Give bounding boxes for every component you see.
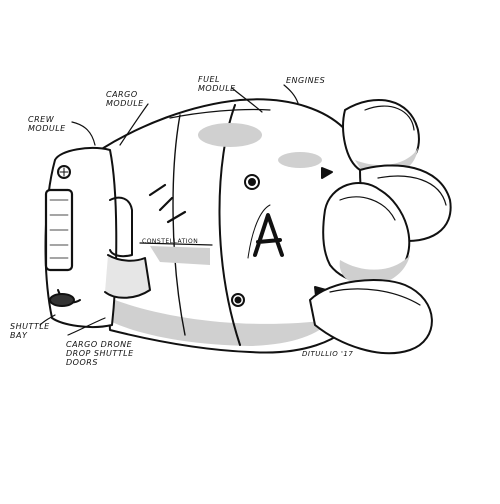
label-engines: ENGINES	[286, 76, 326, 85]
ship-name-stripe	[150, 246, 210, 265]
label-shuttle-bay: SHUTTLE BAY	[10, 322, 50, 340]
artist-signature: DiTULLIO '17	[302, 350, 354, 358]
label-crew-module: CREW MODULE	[28, 115, 66, 133]
label-cargo-module: CARGO MODULE	[106, 90, 144, 108]
label-fuel-module: FUEL MODULE	[198, 75, 236, 93]
ship-name: CONSTELLATION	[142, 238, 199, 245]
leader-cargo	[119, 103, 149, 146]
number-marking	[253, 213, 284, 257]
leader-shuttle	[39, 314, 56, 326]
marker-triangle-top	[321, 167, 333, 179]
engine-mid-shade	[339, 255, 410, 286]
chevron-marking	[148, 183, 187, 224]
hull-panel-mid	[278, 152, 322, 168]
hull-shade	[112, 300, 330, 346]
leader-fuel	[231, 87, 263, 113]
porthole-top	[244, 174, 260, 190]
cargo-frame	[109, 196, 133, 258]
crew-hatch-icon	[57, 165, 71, 179]
leader-crew	[71, 121, 96, 146]
leader-drone	[67, 317, 106, 336]
hull-panel-top	[198, 123, 262, 147]
label-cargo-drone: CARGO DRONE DROP SHUTTLE DOORS	[66, 340, 134, 367]
engine-bottom	[309, 279, 433, 355]
shuttle-bay-door	[49, 293, 75, 307]
porthole-bottom	[231, 293, 245, 307]
leader-engines	[283, 84, 299, 104]
